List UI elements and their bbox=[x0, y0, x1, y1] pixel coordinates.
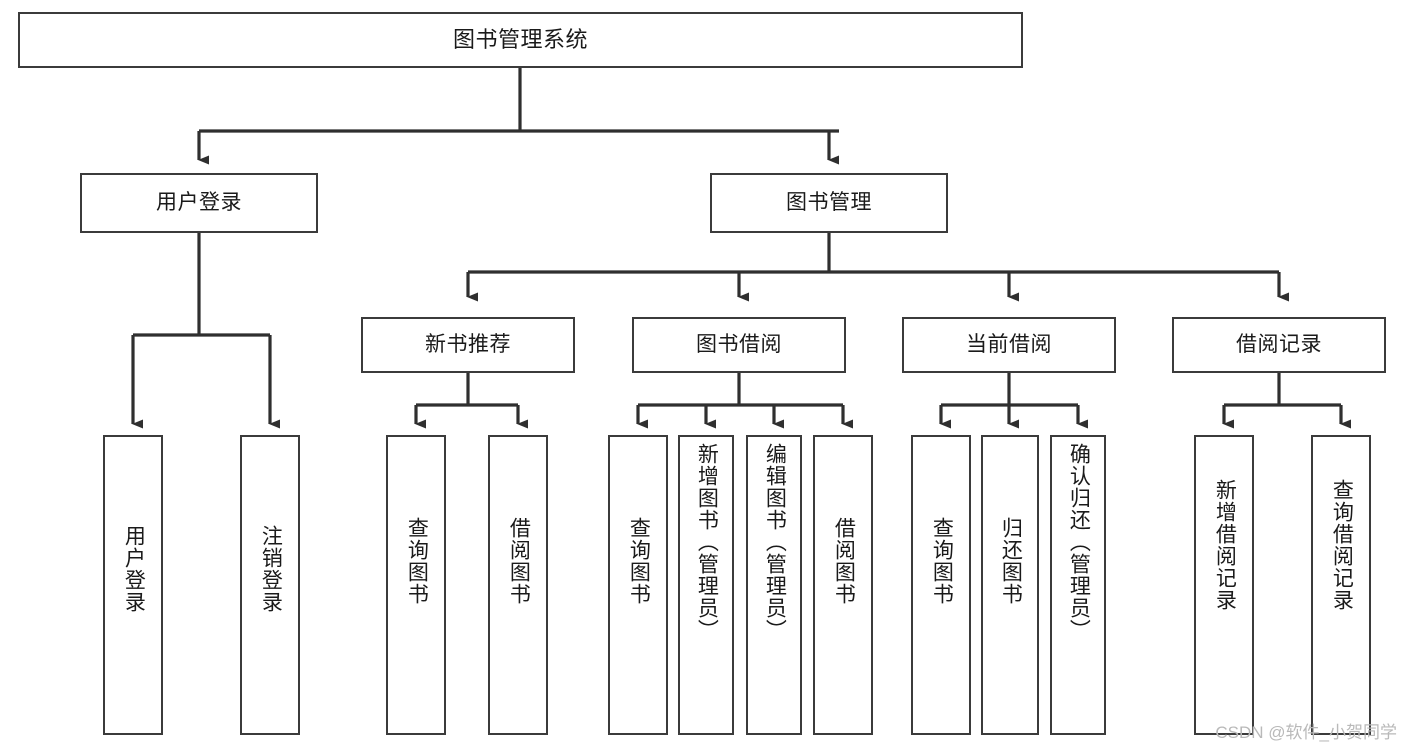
node-leaf-logout-label: 注销登录 bbox=[259, 525, 283, 613]
node-leaf-query-book-3[interactable]: 查询图书 bbox=[911, 435, 971, 735]
watermark-text: CSDN @软件_小贺同学 bbox=[1215, 723, 1397, 742]
node-new-book-recommend-label: 新书推荐 bbox=[425, 333, 511, 357]
node-leaf-borrow-book-1-label: 借阅图书 bbox=[507, 517, 531, 605]
node-root-book-management-system[interactable]: 图书管理系统 bbox=[18, 12, 1023, 68]
node-leaf-confirm-return-label: 确认归还（管理员） bbox=[1067, 443, 1091, 641]
node-leaf-logout[interactable]: 注销登录 bbox=[240, 435, 300, 735]
node-leaf-borrow-book-2-label: 借阅图书 bbox=[832, 517, 856, 605]
node-leaf-edit-book-label: 编辑图书（管理员） bbox=[763, 443, 787, 641]
node-new-book-recommend[interactable]: 新书推荐 bbox=[361, 317, 575, 373]
node-book-borrow-label: 图书借阅 bbox=[696, 333, 782, 357]
node-leaf-query-book-2[interactable]: 查询图书 bbox=[608, 435, 668, 735]
node-leaf-query-record-label: 查询借阅记录 bbox=[1330, 479, 1354, 611]
node-leaf-add-record[interactable]: 新增借阅记录 bbox=[1194, 435, 1254, 735]
node-root-label: 图书管理系统 bbox=[452, 26, 588, 52]
node-borrow-record-label: 借阅记录 bbox=[1236, 333, 1322, 357]
node-leaf-query-book-1-label: 查询图书 bbox=[405, 517, 429, 605]
node-leaf-query-book-1[interactable]: 查询图书 bbox=[386, 435, 446, 735]
node-leaf-add-record-label: 新增借阅记录 bbox=[1213, 479, 1237, 611]
node-borrow-record[interactable]: 借阅记录 bbox=[1172, 317, 1386, 373]
node-leaf-user-login-label: 用户登录 bbox=[122, 525, 146, 613]
node-leaf-borrow-book-2[interactable]: 借阅图书 bbox=[813, 435, 873, 735]
node-leaf-return-book[interactable]: 归还图书 bbox=[981, 435, 1039, 735]
node-user-login-label: 用户登录 bbox=[156, 191, 242, 215]
node-leaf-edit-book[interactable]: 编辑图书（管理员） bbox=[746, 435, 802, 735]
node-current-borrow-label: 当前借阅 bbox=[966, 333, 1052, 357]
node-leaf-borrow-book-1[interactable]: 借阅图书 bbox=[488, 435, 548, 735]
node-leaf-add-book[interactable]: 新增图书（管理员） bbox=[678, 435, 734, 735]
node-leaf-return-book-label: 归还图书 bbox=[999, 517, 1023, 605]
node-leaf-query-book-2-label: 查询图书 bbox=[627, 517, 651, 605]
node-book-manage-label: 图书管理 bbox=[786, 191, 872, 215]
node-book-borrow[interactable]: 图书借阅 bbox=[632, 317, 846, 373]
node-user-login[interactable]: 用户登录 bbox=[80, 173, 318, 233]
node-leaf-add-book-label: 新增图书（管理员） bbox=[695, 443, 719, 641]
node-leaf-query-record[interactable]: 查询借阅记录 bbox=[1311, 435, 1371, 735]
node-book-manage[interactable]: 图书管理 bbox=[710, 173, 948, 233]
node-current-borrow[interactable]: 当前借阅 bbox=[902, 317, 1116, 373]
node-leaf-user-login[interactable]: 用户登录 bbox=[103, 435, 163, 735]
node-leaf-confirm-return[interactable]: 确认归还（管理员） bbox=[1050, 435, 1106, 735]
node-leaf-query-book-3-label: 查询图书 bbox=[930, 517, 954, 605]
